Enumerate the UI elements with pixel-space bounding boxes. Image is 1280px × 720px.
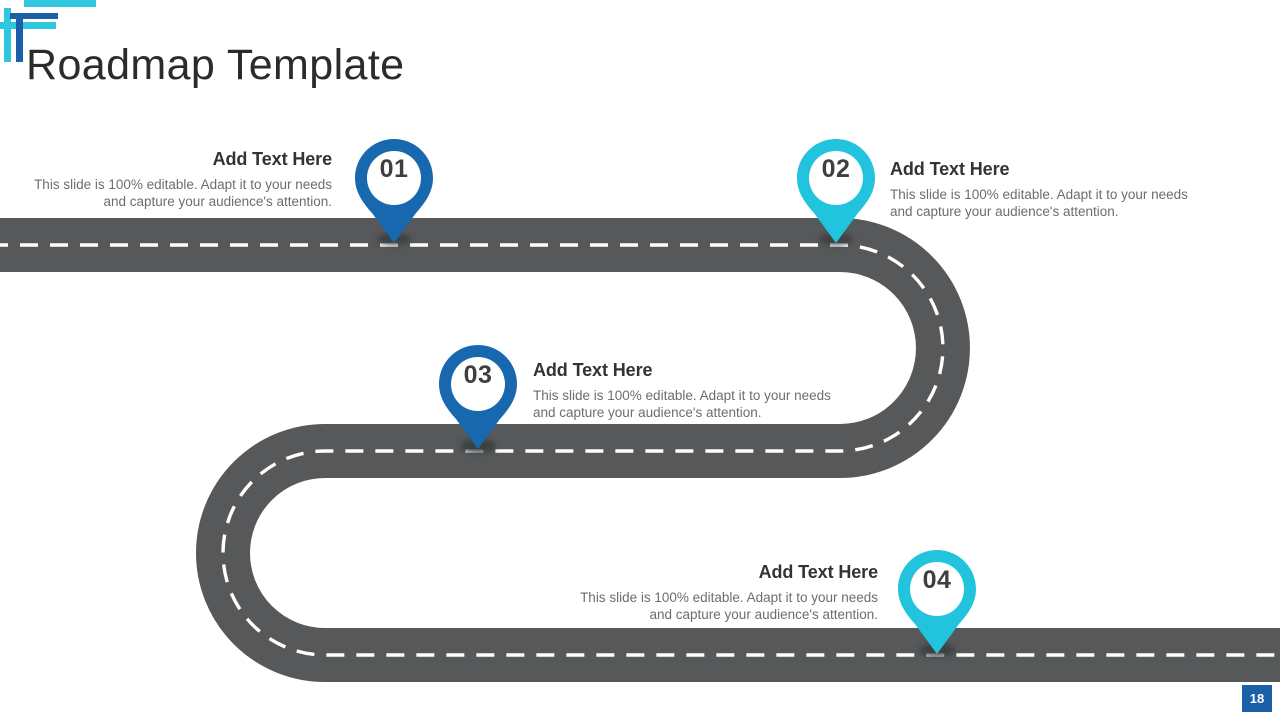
map-pin-icon	[898, 550, 976, 654]
milestone-pin-02[interactable]: 02	[791, 135, 881, 247]
callout-title: Add Text Here	[890, 159, 1010, 179]
page-title: Roadmap Template	[26, 40, 405, 89]
callout-title: Add Text Here	[533, 360, 653, 380]
milestone-callout-01: Add Text Here This slide is 100% editabl…	[20, 149, 332, 210]
milestone-callout-04: Add Text Here This slide is 100% editabl…	[565, 562, 878, 623]
callout-body: This slide is 100% editable. Adapt it to…	[533, 388, 831, 420]
milestone-pin-03[interactable]: 03	[433, 341, 523, 453]
callout-title: Add Text Here	[758, 562, 879, 582]
map-pin-icon	[439, 345, 517, 449]
callout-title: Add Text Here	[212, 149, 333, 169]
milestone-callout-02: Add Text Here This slide is 100% editabl…	[890, 159, 1190, 220]
callout-body: This slide is 100% editable. Adapt it to…	[34, 177, 332, 209]
milestone-callout-03: Add Text Here This slide is 100% editabl…	[533, 360, 833, 421]
callout-body: This slide is 100% editable. Adapt it to…	[580, 590, 878, 622]
milestone-pin-04[interactable]: 04	[892, 546, 982, 658]
milestone-pin-01[interactable]: 01	[349, 135, 439, 247]
callout-body: This slide is 100% editable. Adapt it to…	[890, 187, 1188, 219]
page-number-badge: 18	[1242, 685, 1272, 712]
map-pin-icon	[797, 139, 875, 243]
road-asphalt	[0, 218, 1280, 682]
map-pin-icon	[355, 139, 433, 243]
